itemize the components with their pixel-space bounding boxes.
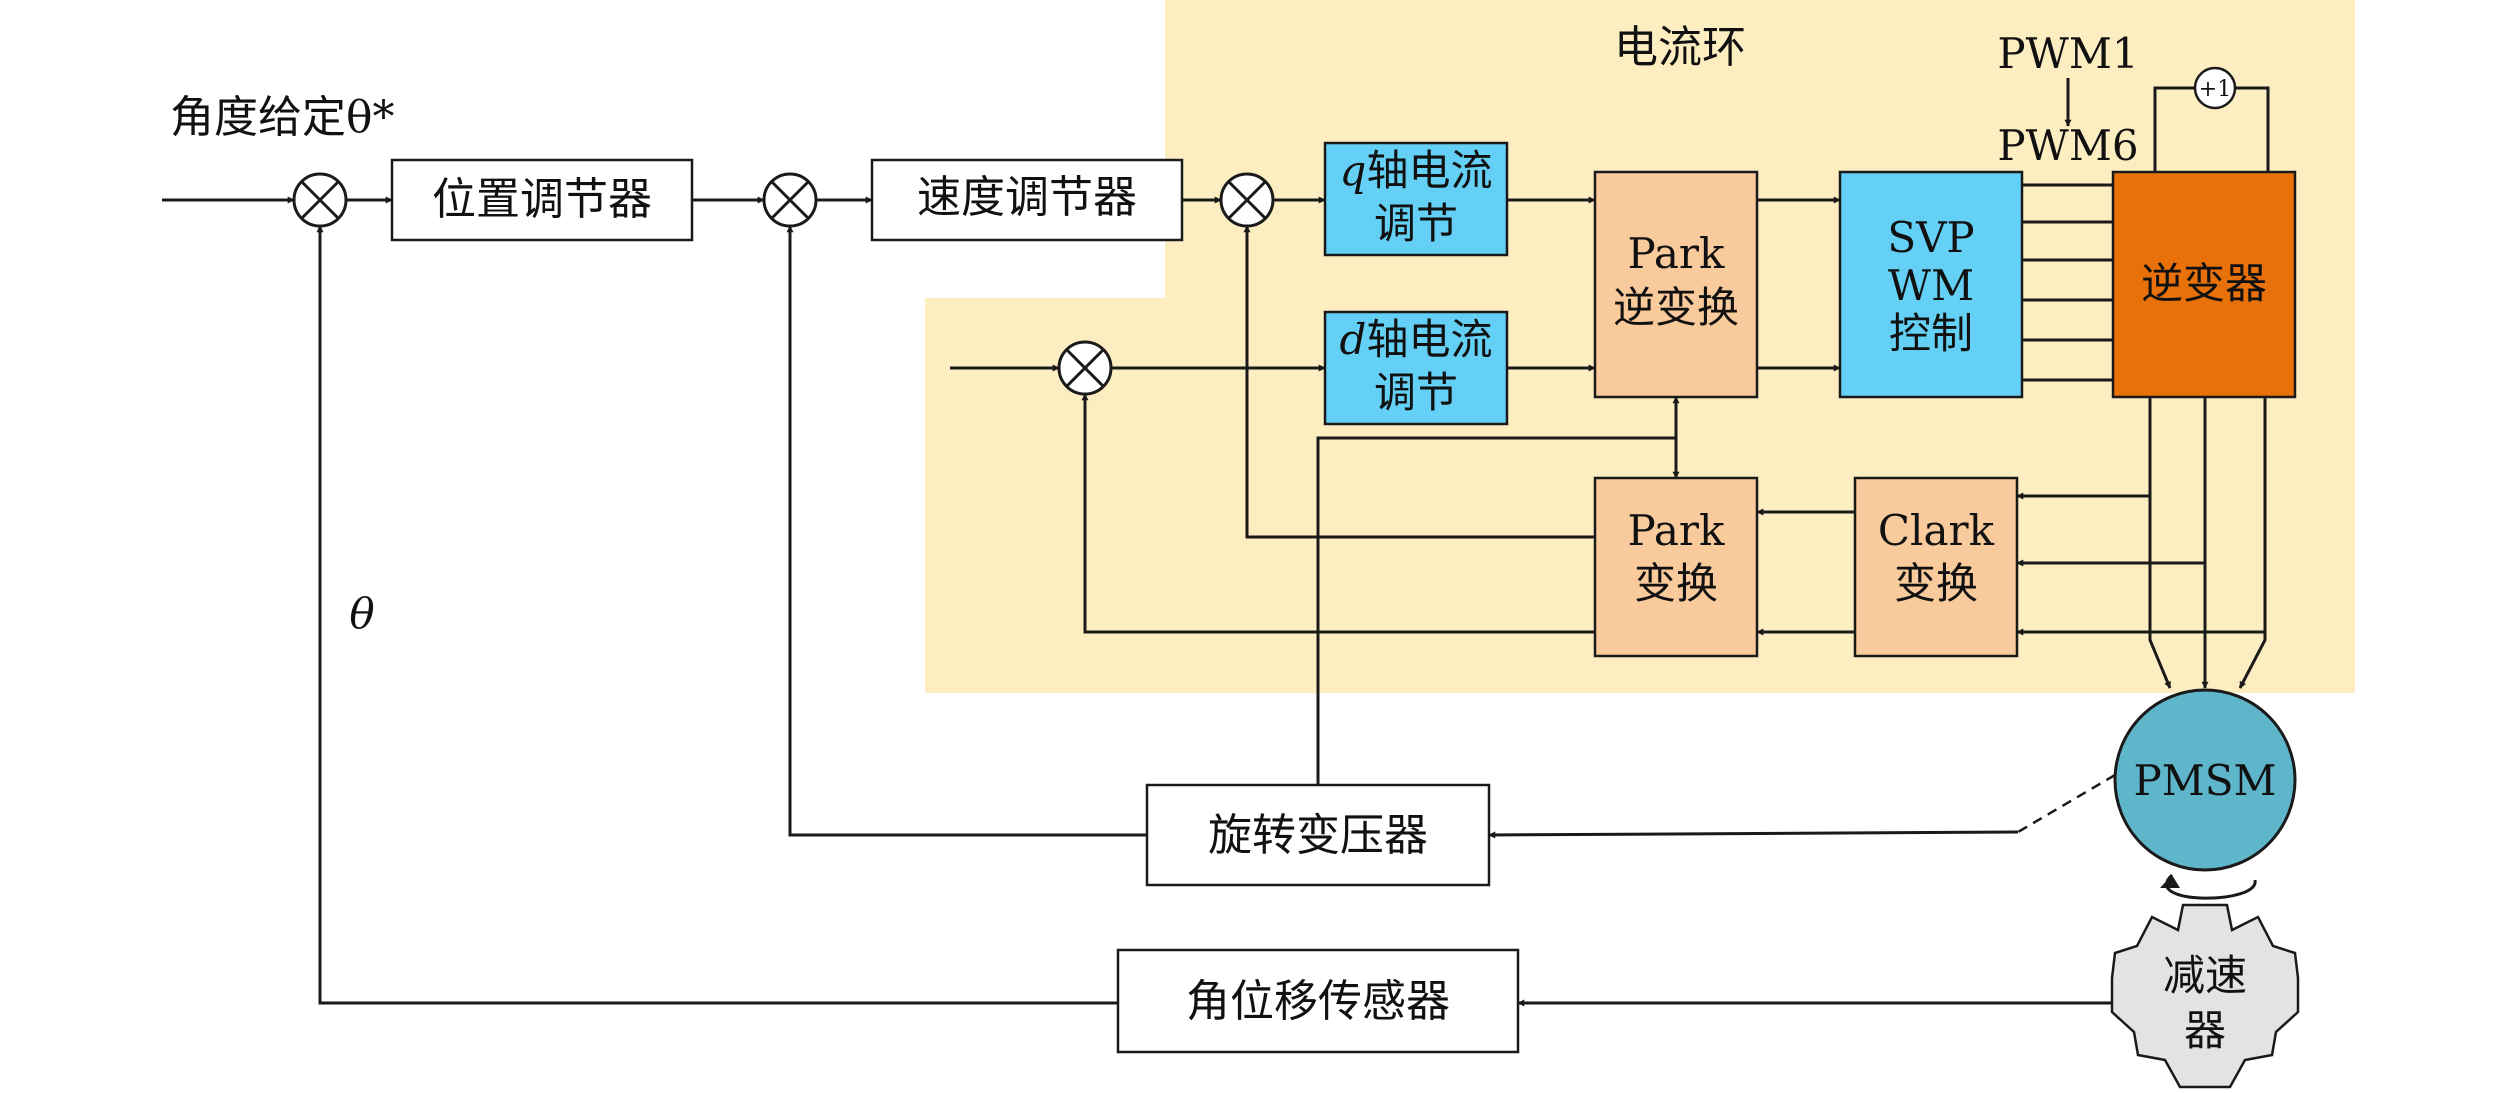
clark-label-1: Clark <box>1878 506 1995 555</box>
sum-junction-speed <box>762 172 818 228</box>
resolver-label: 旋转变压器 <box>1208 810 1428 861</box>
svpwm-label-1: SVP <box>1887 213 1974 262</box>
park-block <box>1593 476 1759 658</box>
pwm6-label: PWM6 <box>1997 121 2138 170</box>
theta-label: θ <box>349 589 374 638</box>
angle-setpoint-label: 角度给定θ* <box>170 92 395 143</box>
speed-regulator-label: 速度调节器 <box>917 172 1137 223</box>
reducer-label-2: 器 <box>2184 1006 2226 1055</box>
sum-junction-q <box>1219 172 1275 228</box>
clark-label-2: 变换 <box>1894 559 1978 608</box>
d-axis-current-label: d轴电流 <box>1340 315 1493 364</box>
clark-block <box>1853 476 2019 658</box>
sum-junction-position <box>292 172 348 228</box>
rotation-arrow-icon <box>2165 873 2257 900</box>
park-label-2: 变换 <box>1634 559 1718 608</box>
pmsm-label: PMSM <box>2133 756 2276 805</box>
pmsm-motor <box>2113 688 2297 872</box>
q-axis-current-label: q轴电流 <box>1340 146 1493 195</box>
svpwm-label-3: 控制 <box>1889 309 1973 358</box>
q-axis-current-label-2: 调节 <box>1374 199 1458 248</box>
svpwm-label-2: WM <box>1888 261 1974 310</box>
d-axis-current-label-2: 调节 <box>1374 368 1458 417</box>
speed-regulator-block <box>870 158 1184 242</box>
current-loop-label: 电流环 <box>1614 22 1746 73</box>
reducer-gear-icon <box>2110 903 2300 1089</box>
park-inverse-label-2: 逆变换 <box>1613 283 1739 332</box>
sum-junction-d <box>1057 340 1113 396</box>
angle-sensor-label: 角位移传感器 <box>1186 976 1450 1027</box>
inverter-label: 逆变器 <box>2141 259 2267 308</box>
pwm1-label: PWM1 <box>1997 29 2138 78</box>
angle-sensor-block <box>1116 948 1520 1054</box>
park-label-1: Park <box>1628 506 1725 555</box>
reducer-label-1: 减速 <box>2163 951 2247 1000</box>
svpwm-block <box>1838 170 2024 399</box>
signal-wires <box>162 183 2267 1007</box>
park-inverse-label-1: Park <box>1628 229 1725 278</box>
park-inverse-block <box>1593 170 1759 399</box>
plus-one-label: +1 <box>2199 77 2231 102</box>
inverter-block <box>2111 170 2297 399</box>
position-regulator-label: 位置调节器 <box>432 174 652 225</box>
